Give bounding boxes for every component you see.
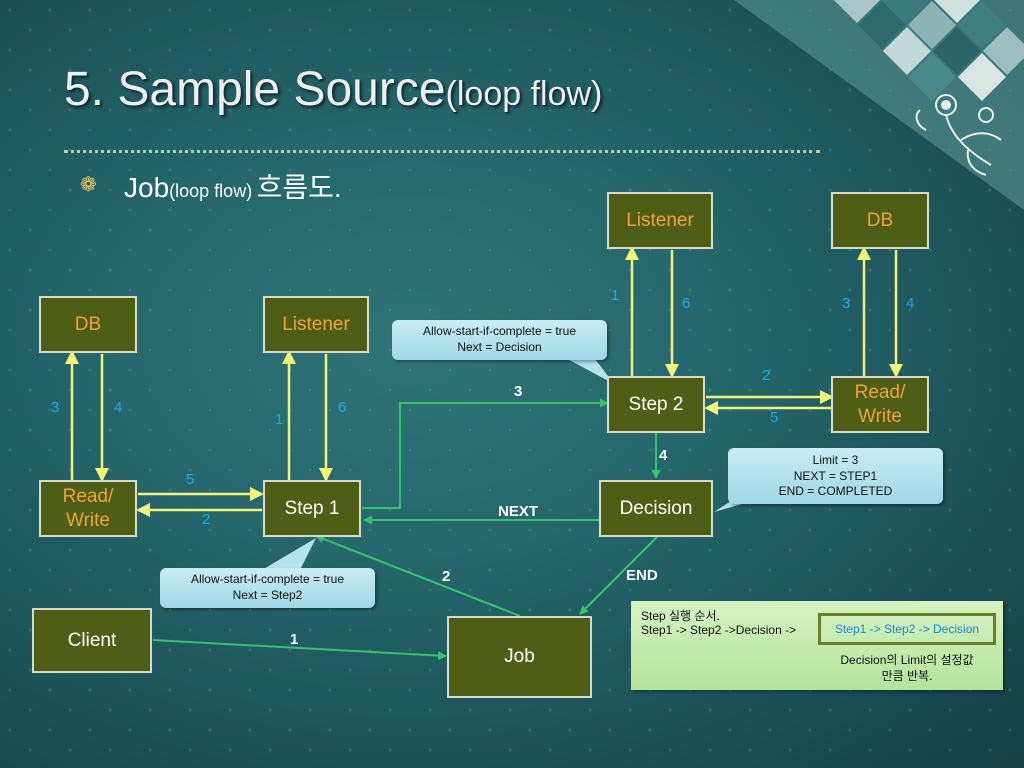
corner-decoration (734, 0, 1024, 210)
decision-box: Decision (599, 480, 713, 537)
arrow-job-to-step1 (315, 534, 521, 617)
title-paren: (loop flow) (445, 75, 603, 113)
label-listener-right-1: 1 (611, 287, 620, 304)
floral-icon (915, 94, 1002, 176)
callout-decision: Limit = 3 NEXT = STEP1 END = COMPLETED (728, 448, 943, 504)
label-listener-right-6: 6 (682, 295, 691, 312)
read-write-box-left: Read/ Write (39, 480, 137, 537)
label-rw-right-5: 5 (770, 409, 779, 426)
label-flow-end: END (626, 567, 658, 584)
arrow-client-to-job (152, 639, 447, 661)
client-box: Client (32, 608, 152, 673)
label-flow-2: 2 (442, 568, 451, 585)
slide-title: 5. Sample Source(loop flow) (64, 62, 602, 117)
label-flow-next: NEXT (498, 503, 539, 520)
title-divider (64, 150, 820, 153)
step2-label: Step 2 (628, 393, 684, 415)
label-listener-left-1: 1 (275, 411, 284, 428)
note-highlight: Step1 -> Step2 -> Decision (818, 613, 996, 645)
callout-step2: Allow-start-if-complete = true Next = De… (392, 320, 607, 360)
job-label: Job (504, 646, 535, 668)
label-db-left-3: 3 (51, 399, 60, 416)
note-highlight-text: Step1 -> Step2 -> Decision (834, 622, 980, 636)
subtitle-paren: (loop flow) (169, 181, 253, 201)
note-line1: Step 실행 순서. (641, 609, 720, 623)
callout-step1-line1: Allow-start-if-complete = true (190, 572, 345, 586)
listener-box-right: Listener (607, 192, 713, 249)
listener-box-left: Listener (263, 296, 369, 353)
execution-order-note: Step 실행 순서. Step1 -> Step2 ->Decision ->… (631, 601, 1003, 690)
read-write-box-right: Read/ Write (831, 376, 929, 433)
label-rw-left-2: 2 (202, 511, 211, 528)
read-write-left-line2: Write (66, 509, 110, 531)
callout-step2-pointer (560, 355, 614, 384)
title-main: 5. Sample Source (64, 63, 446, 116)
callout-step2-line1: Allow-start-if-complete = true (422, 324, 577, 338)
listener-left-label: Listener (282, 313, 350, 335)
read-write-left-line1: Read/ (62, 485, 114, 507)
label-flow-3: 3 (514, 383, 523, 400)
label-flow-1: 1 (290, 631, 299, 648)
callout-decision-line3: END = COMPLETED (778, 484, 893, 499)
db-box-left: DB (39, 296, 137, 353)
label-listener-left-6: 6 (338, 399, 347, 416)
label-rw-left-5: 5 (186, 471, 195, 488)
decision-label: Decision (619, 497, 693, 519)
subtitle-job: Job (124, 172, 170, 203)
label-flow-4: 4 (659, 447, 668, 464)
callout-decision-line1: Limit = 3 (812, 453, 859, 467)
client-label: Client (67, 629, 117, 651)
read-write-right-line1: Read/ (854, 381, 906, 403)
callout-step1-line2: Next = Step2 (232, 587, 303, 602)
listener-right-label: Listener (626, 209, 694, 231)
callout-step1: Allow-start-if-complete = true Next = St… (160, 568, 375, 608)
label-rw-right-2: 2 (762, 367, 771, 384)
label-db-right-4: 4 (906, 295, 915, 312)
db-right-label: DB (866, 209, 894, 231)
callout-step2-line2: Next = Decision (457, 339, 542, 354)
subtitle: Job(loop flow) 흐름도. (124, 166, 342, 206)
label-db-right-3: 3 (842, 295, 851, 312)
arrow-step1-to-step2 (362, 398, 609, 509)
job-box: Job (447, 616, 592, 698)
step1-label: Step 1 (284, 497, 340, 519)
bullet-flower-icon: ❁ (80, 174, 97, 196)
step1-box: Step 1 (263, 480, 361, 537)
db-left-label: DB (74, 313, 102, 335)
subtitle-korean: 흐름도. (256, 172, 342, 203)
note-line3: Decision의 Limit의 설정값 만큼 반복. (840, 653, 974, 683)
label-db-left-4: 4 (114, 399, 123, 416)
step2-box: Step 2 (607, 376, 705, 433)
read-write-right-line2: Write (858, 405, 902, 427)
callout-decision-line2: NEXT = STEP1 (793, 468, 878, 483)
db-box-right: DB (831, 192, 929, 249)
callout-step1-pointer (262, 538, 316, 570)
note-line2: Step1 -> Step2 ->Decision -> (641, 623, 797, 637)
arrow-decision-to-job (579, 536, 658, 615)
